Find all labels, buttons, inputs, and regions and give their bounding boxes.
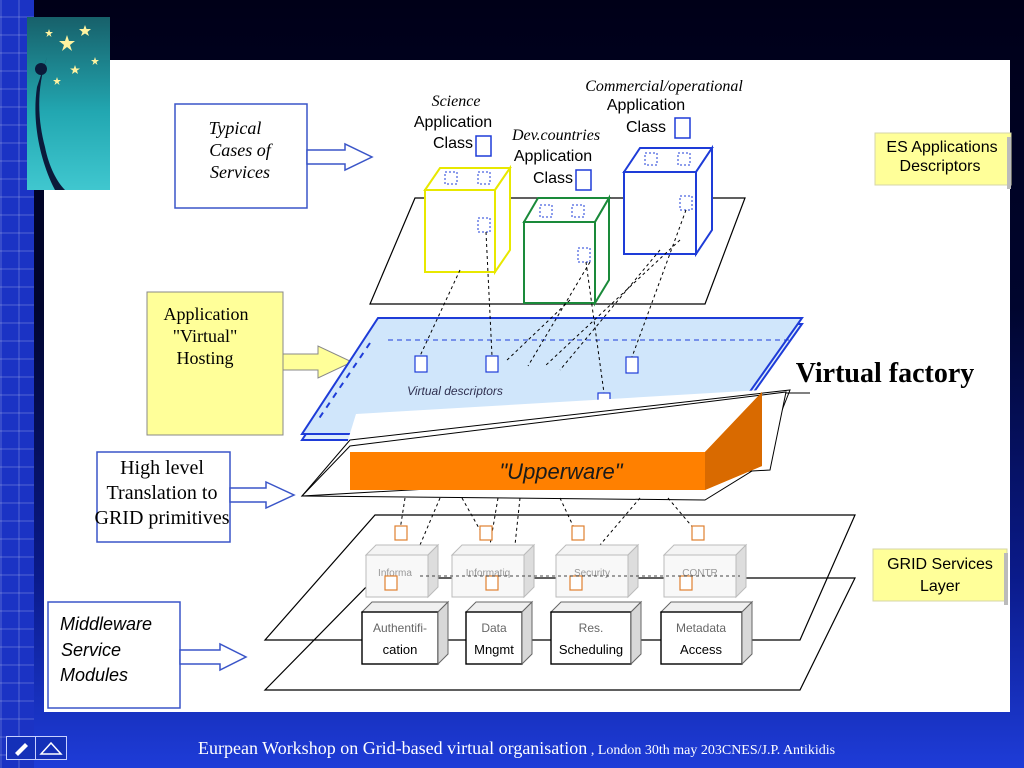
slide-menu-button[interactable] [6,736,36,760]
middleware-arrow [179,642,248,672]
science-class-line1: Science [432,93,481,110]
module-data-line2: Mngmt [474,642,514,657]
grid-services-line2: Layer [920,578,961,595]
pen-icon [15,743,28,756]
virtual-factory-label: Virtual factory [796,358,975,389]
grid-services-line1: GRID Services [887,556,993,573]
high-level-line1: High level [120,457,204,479]
upper-grid-modules: Informa Informatiq Security CONTR [364,525,748,599]
star-figure-icon [35,25,99,190]
upper-module-3: Security [574,568,610,579]
typical-cases-line2: Cases of [209,140,274,160]
logo [27,17,110,190]
footer-title: Eurpean Workshop on Grid-based virtual o… [198,738,588,758]
middleware-line2: Service [61,640,121,660]
app-virtual-hosting-line1: Application [164,304,249,324]
slide-nav-button[interactable] [35,736,67,760]
es-applications-line2: Descriptors [900,158,981,175]
high-level-line3: GRID primitives [95,507,230,529]
app-virtual-hosting-line3: Hosting [176,348,233,368]
upper-module-2: Informatiq [466,568,510,579]
upper-module-4: CONTR [682,568,718,579]
app-virtual-hosting-line2: "Virtual" [173,326,238,346]
dev-class-line1: Dev.countries [511,127,600,144]
science-class-line2: Application [414,114,492,131]
module-res-line1: Res. [579,621,604,635]
upper-module-1: Informa [378,568,412,579]
es-applications-box [874,132,1012,186]
triangle-icon [39,741,63,755]
app-virtual-hosting-arrow [282,345,354,379]
typical-cases-line1: Typical [209,118,262,138]
science-class-line3: Class [433,135,473,152]
footer: Eurpean Workshop on Grid-based virtual o… [198,738,835,759]
upperware-label: "Upperware" [499,459,623,484]
high-level-line2: Translation to [107,482,218,504]
upperware-slab [350,392,762,490]
science-class-box [423,164,512,276]
middleware-modules: Authentifi- cation Data Mngmt Res. Sched… [360,600,754,666]
module-auth-line1: Authentifi- [373,621,427,635]
dev-class-line3: Class [533,170,573,187]
typical-cases-box [174,103,308,209]
commercial-class-line2: Application [607,97,685,114]
high-level-arrow [229,480,296,510]
module-auth-line2: cation [383,642,418,657]
middleware-line3: Modules [60,665,128,685]
footer-subtitle: , London 30th may 203CNES/J.P. Antikidis [587,743,836,758]
commercial-class-box [622,144,714,258]
module-meta-line1: Metadata [676,621,726,635]
module-data-line1: Data [481,621,507,635]
high-level-box [96,451,231,543]
dev-class-line2: Application [514,148,592,165]
module-res-line2: Scheduling [559,642,623,657]
typical-cases-line3: Services [210,162,270,182]
middleware-line1: Middleware [60,614,152,634]
module-meta-line2: Access [680,642,722,657]
typical-cases-arrow [306,142,374,172]
dev-class-box [522,194,611,307]
commercial-class-line1: Commercial/operational [585,78,743,95]
es-applications-line1: ES Applications [886,139,997,156]
commercial-class-line3: Class [626,119,666,136]
app-virtual-hosting-box [146,291,284,436]
virtual-descriptors-label: Virtual descriptors [407,384,503,398]
